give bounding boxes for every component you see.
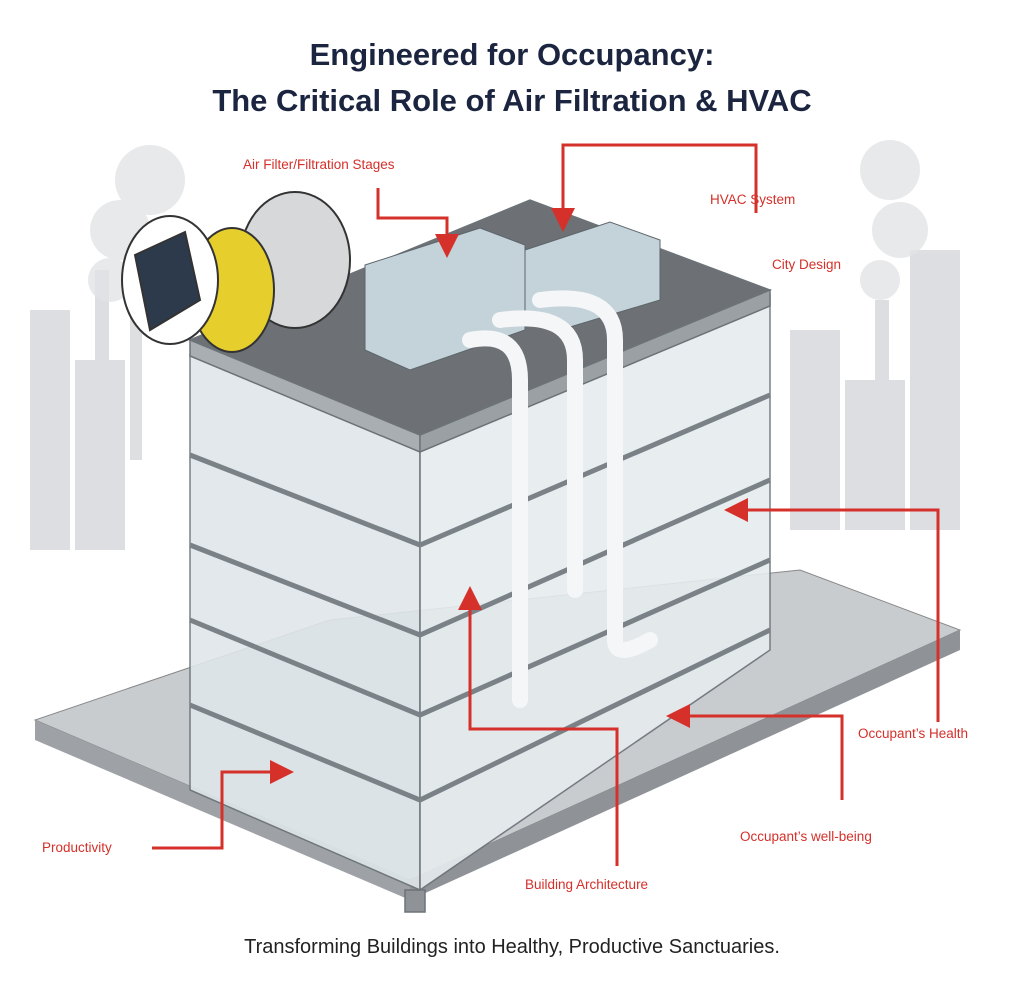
- label-occupant-health: Occupant’s Health: [858, 726, 969, 741]
- label-occupant-wellbeing: Occupant’s well-being: [740, 829, 872, 844]
- label-hvac-system: HVAC System: [710, 192, 796, 207]
- wellbeing-callout-line: [666, 704, 844, 800]
- city-skyline: [30, 250, 960, 550]
- productivity-callout-line: [152, 760, 294, 850]
- air-ducts: [462, 290, 658, 708]
- label-air-filter: Air Filter/Filtration Stages: [243, 157, 395, 172]
- hvac-callout-line: [551, 143, 758, 232]
- health-callout-line: [724, 498, 940, 722]
- filter-stages-image: [121, 191, 351, 353]
- subtitle: Transforming Buildings into Healthy, Pro…: [244, 936, 780, 958]
- label-building-architecture: Building Architecture: [525, 877, 649, 892]
- callout-lines: [152, 143, 940, 866]
- label-city-design: City Design: [772, 257, 842, 272]
- title-line-2: The Critical Role of Air Filtration & HV…: [212, 83, 812, 118]
- label-productivity: Productivity: [42, 840, 112, 855]
- title-line-1: Engineered for Occupancy:: [309, 37, 715, 72]
- air-filter-callout-line: [376, 188, 459, 258]
- architecture-callout-line: [458, 586, 619, 866]
